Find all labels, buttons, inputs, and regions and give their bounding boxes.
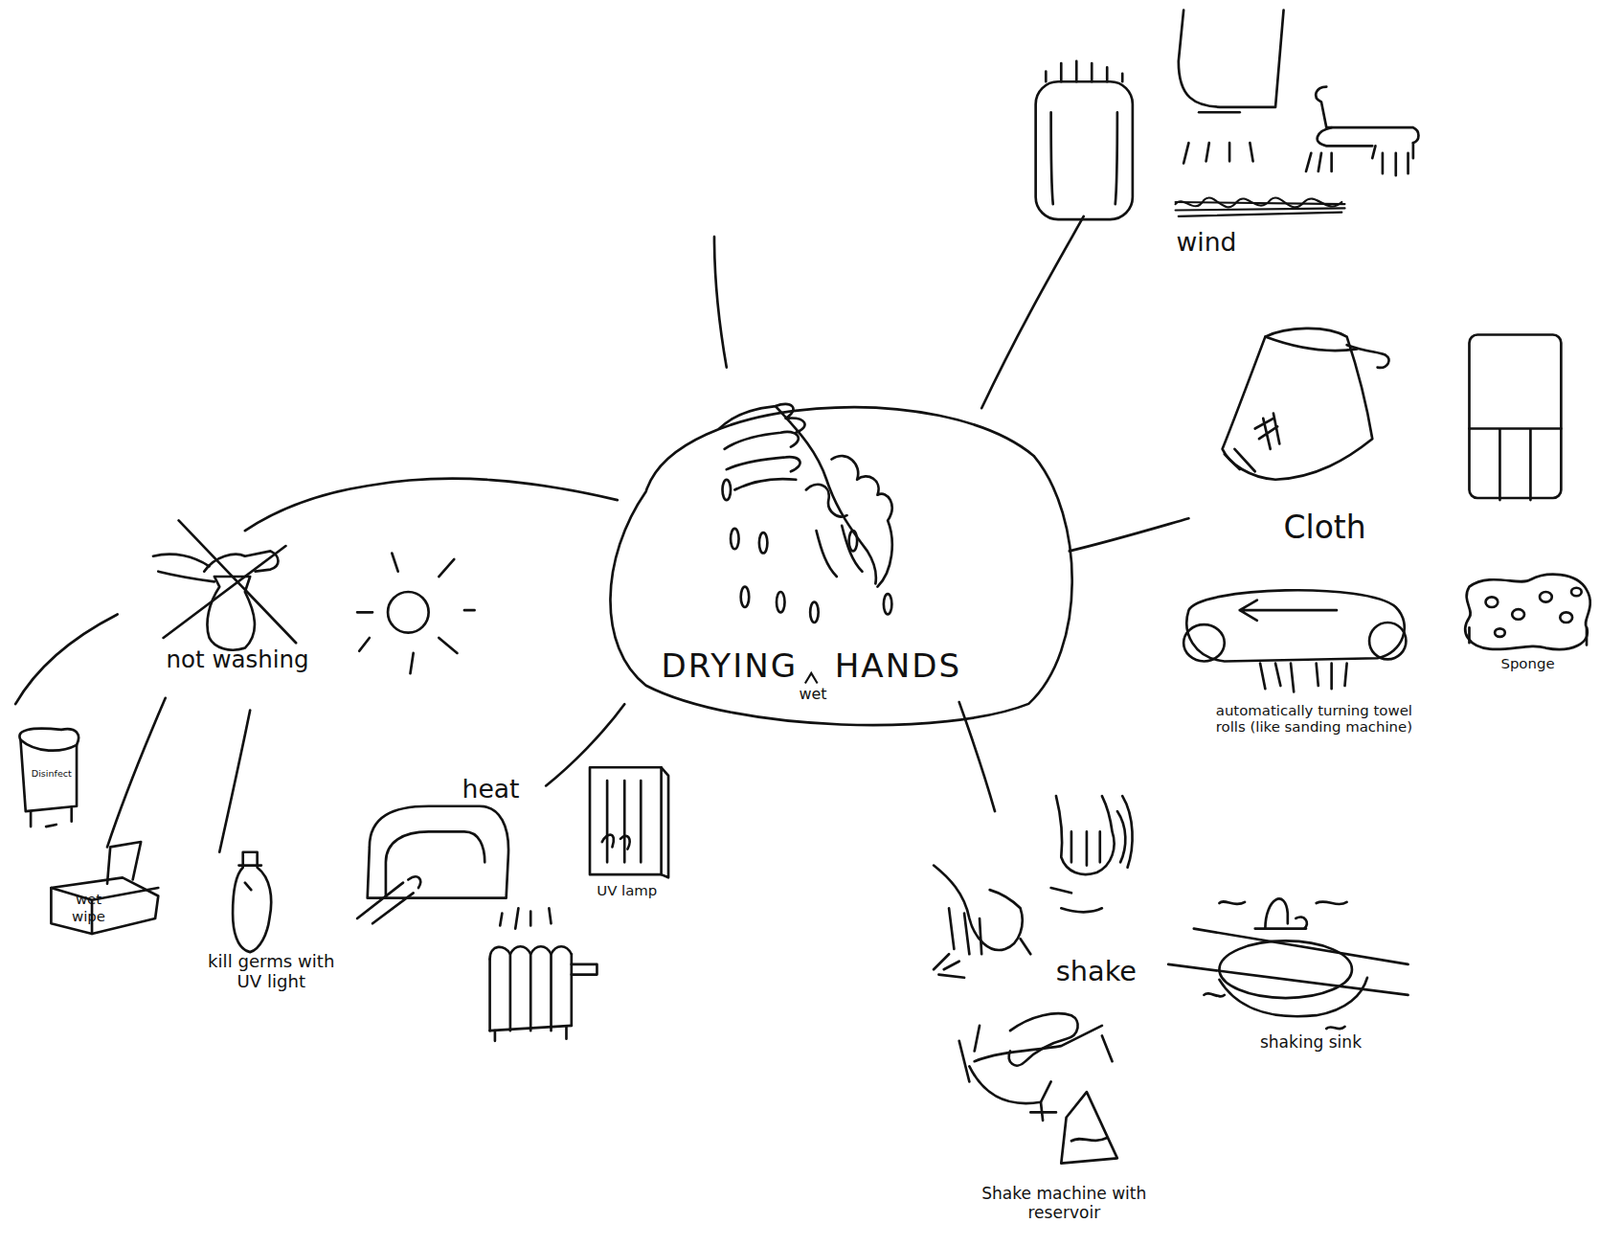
towel-icons (1183, 328, 1591, 693)
branch-lines (15, 216, 1189, 853)
shake-machine-icon (959, 1013, 1118, 1163)
item-label: Sponge (1497, 654, 1557, 674)
branch-label: heat (459, 773, 523, 806)
item-label: kill germs with UV light (191, 950, 351, 993)
branch-label: not washing (163, 645, 313, 675)
dispenser-icon (19, 728, 79, 827)
crossed-spray-icon (153, 519, 296, 650)
branch-label: wind (1173, 226, 1240, 259)
central-bubble: DRYINGwet HANDS (605, 379, 1077, 732)
wet-hands-icon (719, 404, 892, 623)
branch-label: shake (1053, 954, 1140, 989)
item-label: wet wipe (61, 890, 116, 925)
central-title: HANDS (834, 647, 962, 685)
central-title: DRYING (661, 647, 799, 685)
branch-label: Cloth (1280, 508, 1369, 547)
item-label: Shake machine with reservoir (969, 1183, 1159, 1223)
uv-bottle-icon (232, 852, 271, 952)
hand-dryer-icons (1036, 10, 1420, 220)
item-label: automatically turning towel rolls (like … (1204, 701, 1425, 737)
inserted-word: wet (798, 685, 827, 703)
wet-wipe-box (50, 841, 158, 934)
shaking-hands-icon (933, 795, 1133, 978)
heat-icons (357, 766, 669, 1041)
item-label: UV lamp (593, 881, 660, 901)
item-label: shaking sink (1257, 1032, 1365, 1054)
item-label: Disinfect (28, 766, 75, 780)
shaking-sink-icon (1168, 899, 1408, 1030)
sun-icon (357, 553, 475, 675)
crossed-out-scribble (1175, 197, 1346, 216)
